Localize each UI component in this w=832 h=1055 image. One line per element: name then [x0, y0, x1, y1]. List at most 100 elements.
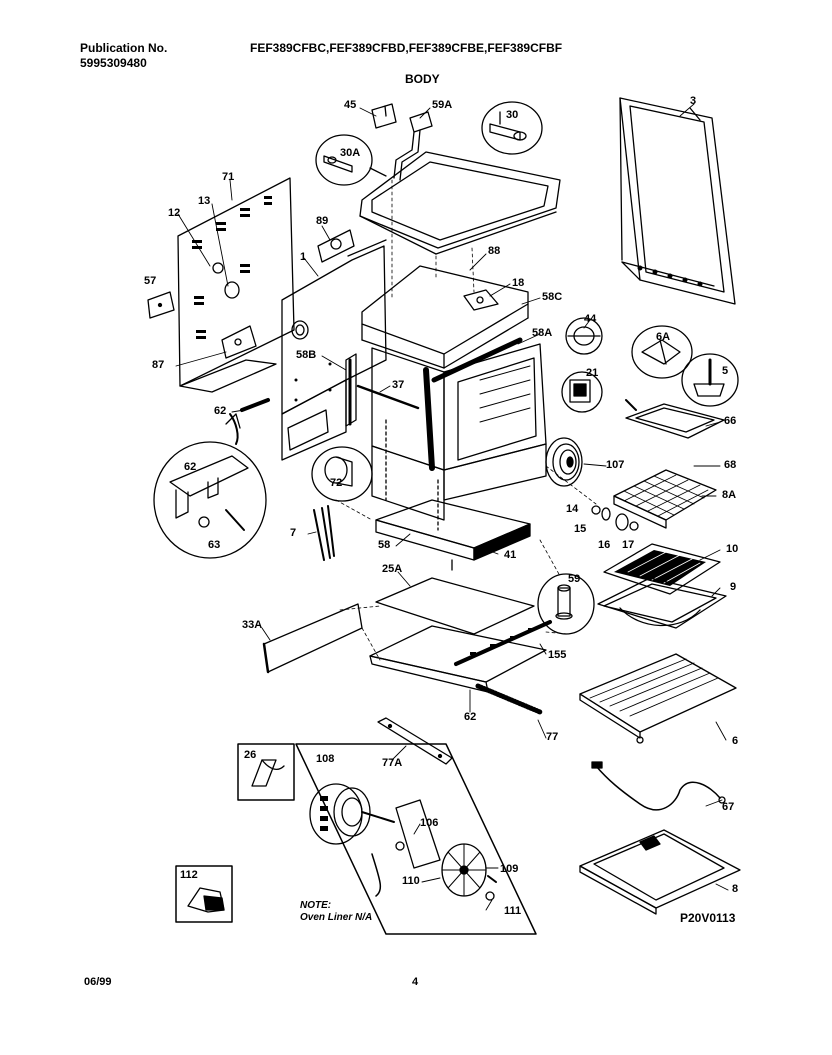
part-drawer-panel-8 [580, 830, 740, 914]
callout-45: 45 [344, 99, 357, 111]
callout-15: 15 [574, 523, 587, 535]
section-title: BODY [405, 72, 440, 86]
callout-58A: 58A [532, 327, 553, 339]
diagram-code: P20V0113 [680, 911, 736, 925]
part-wire-7 [314, 506, 334, 560]
footer-page-number: 4 [412, 976, 419, 988]
detail-circle-72 [312, 447, 372, 501]
leader-lines [176, 104, 728, 910]
callout-10: 10 [726, 543, 739, 555]
callout-3: 3 [690, 95, 697, 107]
callout-87: 87 [152, 359, 165, 371]
callout-58C: 58C [542, 291, 563, 303]
part-plate-57 [148, 292, 174, 318]
callout-6A-top: 6A [656, 331, 671, 343]
callout-59A: 59A [432, 99, 453, 111]
callout-7: 7 [290, 527, 297, 539]
callout-30: 30 [506, 109, 519, 121]
part-knob-44 [566, 318, 602, 354]
callout-107: 107 [606, 459, 625, 471]
part-element-58A [434, 340, 520, 380]
callout-62-detail: 62 [184, 461, 197, 473]
callout-21: 21 [586, 367, 599, 379]
part-fan-cover-107 [546, 438, 582, 486]
callout-111: 111 [504, 905, 522, 917]
part-sensor-wire-67 [592, 762, 725, 810]
part-gasket-66 [626, 400, 724, 438]
part-rod-37 [358, 386, 418, 408]
part-bulb-group [592, 506, 638, 530]
part-strip-77 [478, 686, 540, 712]
oven-liner-note: NOTE: Oven Liner N/A [300, 900, 372, 923]
callout-44: 44 [584, 313, 597, 325]
detail-circle-5 [682, 354, 738, 406]
part-side-panel-71 [178, 178, 294, 392]
callout-72: 72 [330, 477, 343, 489]
part-control-housing-1 [282, 230, 386, 460]
part-box-112 [176, 866, 232, 922]
callout-13: 13 [198, 195, 211, 207]
callout-66: 66 [724, 415, 737, 427]
part-cooktop-plate [360, 152, 560, 254]
part-plate-25A [376, 578, 534, 634]
callout-6: 6 [732, 735, 739, 747]
model-numbers: FEF389CFBC,FEF389CFBD,FEF389CFBE,FEF389C… [250, 41, 563, 55]
part-rail-33A [264, 604, 362, 672]
part-switch-21 [562, 372, 602, 412]
part-fan-motor-box [296, 744, 536, 934]
callout-110: 110 [402, 875, 420, 887]
part-oven-rack-6 [580, 654, 736, 743]
callout-109: 109 [500, 863, 519, 875]
callout-58: 58 [378, 539, 391, 551]
callout-67: 67 [722, 801, 735, 813]
callout-88: 88 [488, 245, 501, 257]
callout-112: 112 [180, 869, 198, 881]
callout-26: 26 [244, 749, 257, 761]
callout-58B: 58B [296, 349, 317, 361]
callout-108: 108 [316, 753, 335, 765]
note-title: NOTE: [300, 900, 332, 911]
callout-12: 12 [168, 207, 181, 219]
note-text: Oven Liner N/A [300, 911, 373, 923]
part-box-26 [238, 744, 294, 800]
part-back-panel [620, 98, 735, 304]
callout-63: 63 [208, 539, 221, 551]
publication-label: Publication No. [80, 41, 168, 55]
callout-71: 71 [222, 171, 235, 183]
callout-62-side: 62 [214, 405, 227, 417]
callout-155: 155 [548, 649, 567, 661]
callout-89: 89 [316, 215, 329, 227]
callout-68: 68 [724, 459, 737, 471]
part-broiler-grid-10 [604, 544, 720, 594]
callout-41: 41 [504, 549, 517, 561]
callout-8A: 8A [722, 489, 737, 501]
callout-57: 57 [144, 275, 157, 287]
callout-30A: 30A [340, 147, 361, 159]
callout-17: 17 [622, 539, 635, 551]
part-bottom-tray-58 [376, 500, 530, 570]
callout-16: 16 [598, 539, 611, 551]
callout-33A: 33A [242, 619, 263, 631]
callout-59: 59 [568, 573, 581, 585]
part-broiler-pan-9 [598, 578, 726, 628]
footer-date: 06/99 [84, 976, 112, 988]
part-grid-8A [614, 470, 716, 528]
part-bracket-62-side [242, 400, 268, 410]
part-bracket-45 [372, 104, 432, 180]
callout-106: 106 [420, 817, 439, 829]
detail-circle-30A [316, 135, 386, 185]
part-oven-cavity [346, 344, 546, 530]
detail-circle-62 [154, 414, 266, 558]
callout-9: 9 [730, 581, 737, 593]
part-oven-top-wrapper [362, 266, 528, 368]
callout-5: 5 [722, 365, 729, 377]
callout-77: 77 [546, 731, 559, 743]
part-bottom-panel-62 [370, 622, 550, 692]
detail-circle-30 [482, 102, 542, 154]
callout-37: 37 [392, 379, 405, 391]
callout-62-bottom: 62 [464, 711, 477, 723]
detail-circle-6A [632, 326, 692, 378]
publication-number: 5995309480 [80, 56, 147, 70]
callout-1: 1 [300, 251, 307, 263]
